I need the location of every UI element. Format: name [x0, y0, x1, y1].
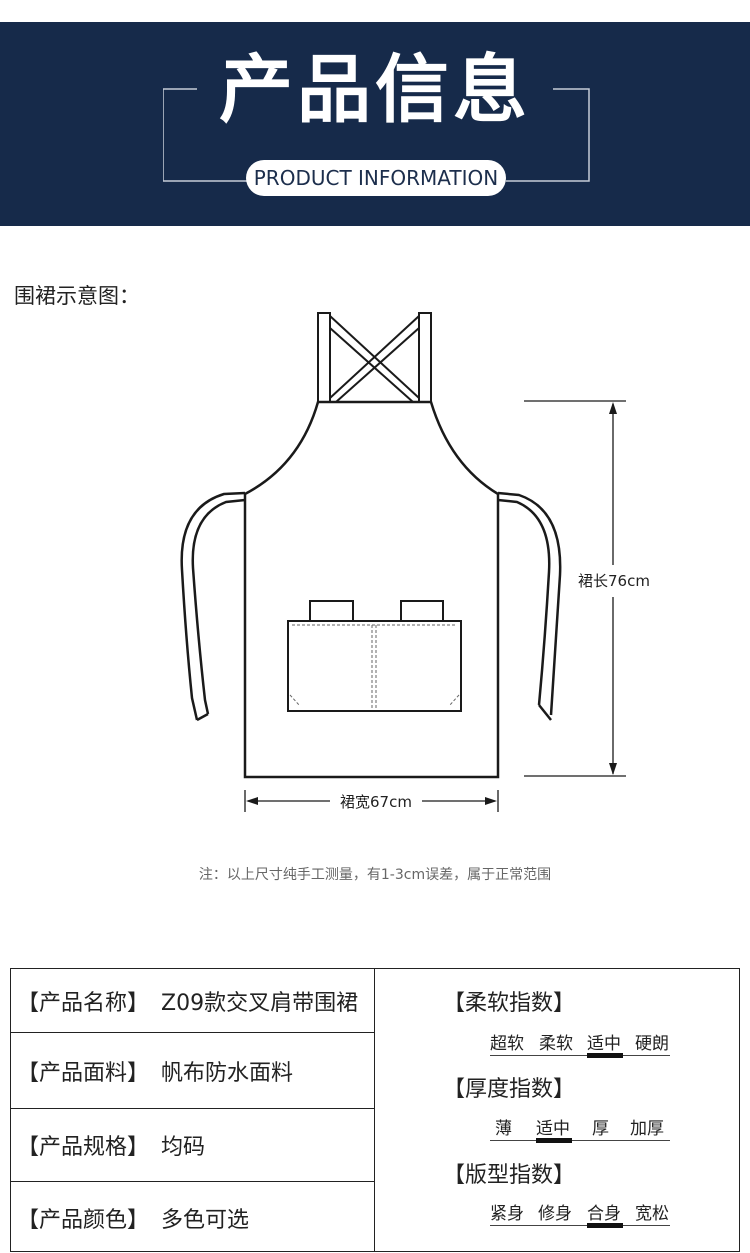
softness-option: 超软	[490, 1034, 524, 1054]
thickness-option: 厚	[592, 1119, 609, 1139]
fit-selected-marker	[587, 1223, 623, 1228]
spec-row-material: 【产品面料】 帆布防水面料	[11, 1033, 375, 1109]
spec-key: 【产品名称】	[17, 990, 150, 1016]
thickness-scale: 薄 适中 厚 加厚	[490, 1114, 670, 1146]
spec-table: 【产品名称】 Z09款交叉肩带围裙 【产品面料】 帆布防水面料 【产品规格】 均…	[10, 968, 740, 1252]
softness-option-selected: 适中	[587, 1034, 621, 1054]
spec-row-name: 【产品名称】 Z09款交叉肩带围裙	[11, 969, 375, 1033]
thickness-selected-marker	[536, 1138, 572, 1143]
spec-value: 帆布防水面料	[161, 1060, 294, 1086]
spec-key: 【产品颜色】	[17, 1207, 150, 1233]
softness-option: 硬朗	[635, 1034, 669, 1054]
thickness-option: 加厚	[630, 1119, 664, 1139]
fit-option: 宽松	[635, 1204, 669, 1224]
spec-row-size: 【产品规格】 均码	[11, 1109, 375, 1182]
softness-scale: 超软 柔软 适中 硬朗	[490, 1029, 670, 1061]
spec-key: 【产品面料】	[17, 1060, 150, 1086]
softness-option: 柔软	[539, 1034, 573, 1054]
spec-row-color: 【产品颜色】 多色可选	[11, 1182, 375, 1253]
width-label: 裙宽67cm	[340, 793, 412, 811]
thickness-index-title: 【厚度指数】	[443, 1077, 576, 1102]
spec-value: 均码	[161, 1135, 206, 1160]
spec-key: 【产品规格】	[17, 1135, 150, 1160]
length-label: 裙长76cm	[578, 572, 650, 590]
fit-scale-line	[490, 1225, 670, 1226]
thickness-option: 薄	[495, 1119, 512, 1139]
fit-option-selected: 合身	[587, 1204, 621, 1224]
spec-list: 【产品名称】 Z09款交叉肩带围裙 【产品面料】 帆布防水面料 【产品规格】 均…	[11, 969, 375, 1251]
thickness-option-selected: 适中	[536, 1119, 570, 1139]
spec-value: 多色可选	[161, 1207, 250, 1233]
thickness-scale-line	[490, 1140, 670, 1141]
page-title: 产品信息	[219, 47, 531, 133]
fit-option: 修身	[538, 1204, 572, 1224]
fit-option: 紧身	[490, 1204, 524, 1224]
diagram-label: 围裙示意图：	[14, 284, 140, 308]
softness-selected-marker	[587, 1053, 623, 1058]
banner-frame-lines	[163, 88, 590, 182]
page-subtitle: PRODUCT INFORMATION	[246, 160, 506, 196]
softness-index-title: 【柔软指数】	[443, 991, 576, 1016]
measurement-note: 注：以上尺寸纯手工测量，有1-3cm误差，属于正常范围	[198, 867, 552, 883]
softness-scale-line	[490, 1055, 670, 1056]
spec-value: Z09款交叉肩带围裙	[161, 990, 359, 1016]
apron-diagram: 裙长76cm 裙宽67cm	[180, 312, 650, 812]
fit-index-title: 【版型指数】	[443, 1163, 576, 1188]
fit-scale: 紧身 修身 合身 宽松	[490, 1199, 670, 1231]
